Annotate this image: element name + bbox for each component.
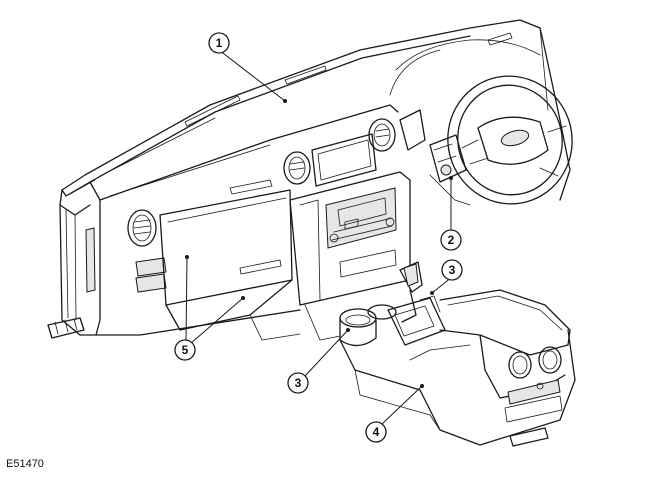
callout-2: 2 xyxy=(440,176,462,251)
svg-text:4: 4 xyxy=(373,425,380,439)
gear-selector xyxy=(387,261,446,346)
switch-pack-left xyxy=(135,257,167,293)
callout-3-gear-selector: 3 xyxy=(430,259,463,295)
figure-id-label: E51470 xyxy=(6,458,44,470)
floor-console xyxy=(339,289,576,447)
svg-text:1: 1 xyxy=(216,36,223,50)
cupholders xyxy=(339,304,397,347)
centre-air-vents xyxy=(283,118,396,185)
glovebox xyxy=(159,179,301,341)
callout-1: 1 xyxy=(208,32,287,103)
steering-wheel xyxy=(389,39,573,206)
svg-text:5: 5 xyxy=(182,343,189,357)
svg-text:2: 2 xyxy=(448,233,455,247)
callout-5: 5 xyxy=(174,255,245,361)
dashboard-right-end xyxy=(539,27,571,201)
svg-text:3: 3 xyxy=(295,376,302,390)
dashboard-body xyxy=(47,19,546,339)
left-air-vent xyxy=(127,209,157,247)
centre-stack xyxy=(289,133,411,341)
callout-3-cupholder: 3 xyxy=(287,328,350,394)
svg-text:3: 3 xyxy=(449,263,456,277)
callout-4: 4 xyxy=(365,384,424,443)
